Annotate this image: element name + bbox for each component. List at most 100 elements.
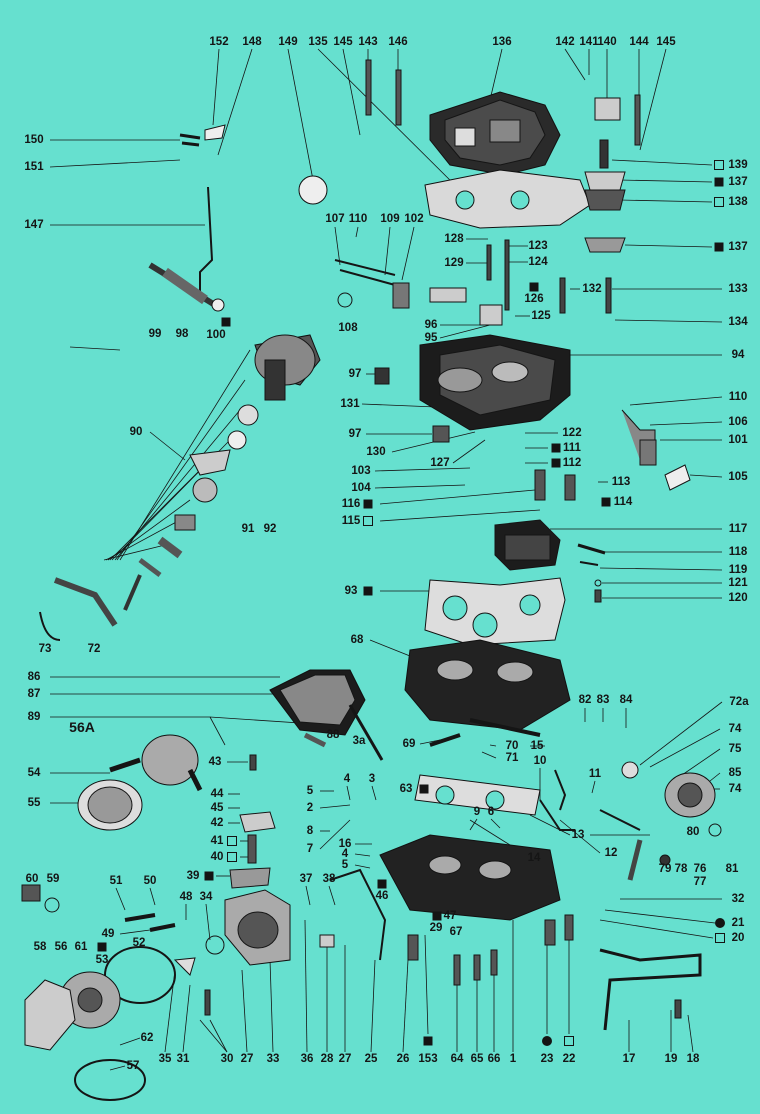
part-label: 93: [344, 585, 358, 597]
part-label: 14: [527, 852, 541, 864]
part-label: 94: [731, 349, 745, 361]
part-label: 148: [242, 36, 262, 48]
part-label: 7: [306, 843, 314, 855]
part-label: 4: [343, 773, 351, 785]
part-label: 22: [562, 1053, 576, 1065]
part-label: 108: [338, 322, 358, 334]
part-label: 37: [299, 873, 313, 885]
part-label: 118: [728, 546, 748, 558]
part-label: 44: [210, 788, 224, 800]
part-label: 138: [728, 196, 748, 208]
part-label: 75: [728, 743, 742, 755]
filled-square-marker: [204, 871, 214, 881]
part-label: 97: [348, 428, 362, 440]
part-label: 71: [505, 752, 519, 764]
part-label: 144: [629, 36, 649, 48]
part-label: 73: [38, 643, 52, 655]
part-label: 50: [143, 875, 157, 887]
part-label: 137: [728, 176, 748, 188]
flange-gasket: [424, 577, 566, 646]
part-label: 9: [473, 806, 481, 818]
part-label: 150: [24, 134, 44, 146]
filled-square-marker: [529, 282, 539, 292]
part-label: 82: [578, 694, 592, 706]
part-label: 99: [148, 328, 162, 340]
part-label: 120: [728, 592, 748, 604]
part-label: 149: [278, 36, 298, 48]
filled-square-marker: [97, 942, 107, 952]
part-label: 83: [596, 694, 610, 706]
open-square-marker: [714, 160, 724, 170]
part-label: 68: [350, 634, 364, 646]
part-label: 39: [186, 870, 200, 882]
part-label: 59: [46, 873, 60, 885]
part-label: 47: [443, 910, 457, 922]
part-label: 135: [308, 36, 328, 48]
carburetor-body: [334, 239, 691, 603]
part-label: 110: [728, 391, 748, 403]
part-label: 90: [129, 426, 143, 438]
filled-square-marker: [551, 458, 561, 468]
part-label: 16: [338, 838, 352, 850]
part-label: 106: [728, 416, 748, 428]
part-label: 3: [368, 773, 376, 785]
part-label: 113: [611, 476, 631, 488]
filled-square-marker: [419, 784, 429, 794]
part-label: 145: [656, 36, 676, 48]
part-label: 78: [674, 863, 688, 875]
part-label: 140: [597, 36, 617, 48]
part-label: 122: [562, 427, 582, 439]
part-label: 125: [531, 310, 551, 322]
filled-circle-marker: [542, 1036, 552, 1046]
part-label: 61: [74, 941, 88, 953]
open-square-marker: [564, 1036, 574, 1046]
part-label: 42: [210, 817, 224, 829]
part-label: 72: [87, 643, 101, 655]
part-label: 62: [140, 1032, 154, 1044]
part-label: 100: [206, 329, 226, 341]
part-label: 23: [540, 1053, 554, 1065]
throttle-body: [404, 639, 571, 747]
part-label: 76: [693, 863, 707, 875]
part-label: 117: [728, 523, 748, 535]
part-label: 134: [728, 316, 748, 328]
filled-circle-marker: [715, 918, 725, 928]
part-label: 33: [266, 1053, 280, 1065]
part-label: 45: [210, 802, 224, 814]
part-label: 128: [444, 233, 464, 245]
part-label: 105: [728, 471, 748, 483]
part-label: 142: [555, 36, 575, 48]
part-label: 96: [424, 319, 438, 331]
fuel-pump-assembly: [77, 734, 257, 831]
part-label: 136: [492, 36, 512, 48]
part-label: 56: [54, 941, 68, 953]
part-label: 89: [27, 711, 41, 723]
filled-square-marker: [601, 497, 611, 507]
part-label: 31: [176, 1053, 190, 1065]
part-label: 27: [338, 1053, 352, 1065]
part-label: 137: [728, 241, 748, 253]
part-label: 17: [622, 1053, 636, 1065]
part-label: 101: [728, 434, 748, 446]
part-label: 19: [664, 1053, 678, 1065]
part-label: 84: [619, 694, 633, 706]
part-label: 102: [404, 213, 424, 225]
open-square-marker: [363, 516, 373, 526]
lower-pump-assembly: [21, 811, 291, 1101]
filled-square-marker: [714, 177, 724, 187]
part-label: 70: [505, 740, 519, 752]
part-label: 74: [728, 723, 742, 735]
part-label: 98: [175, 328, 189, 340]
part-label: 64: [450, 1053, 464, 1065]
part-label: 34: [199, 891, 213, 903]
part-label: 88: [326, 729, 340, 741]
part-label: 18: [686, 1053, 700, 1065]
part-label: 87: [27, 688, 41, 700]
part-label: 46: [375, 890, 389, 902]
part-label: 119: [728, 564, 748, 576]
part-label: 86: [27, 671, 41, 683]
air-horn-assembly: [269, 669, 384, 761]
part-label: 152: [209, 36, 229, 48]
part-label: 60: [25, 873, 39, 885]
